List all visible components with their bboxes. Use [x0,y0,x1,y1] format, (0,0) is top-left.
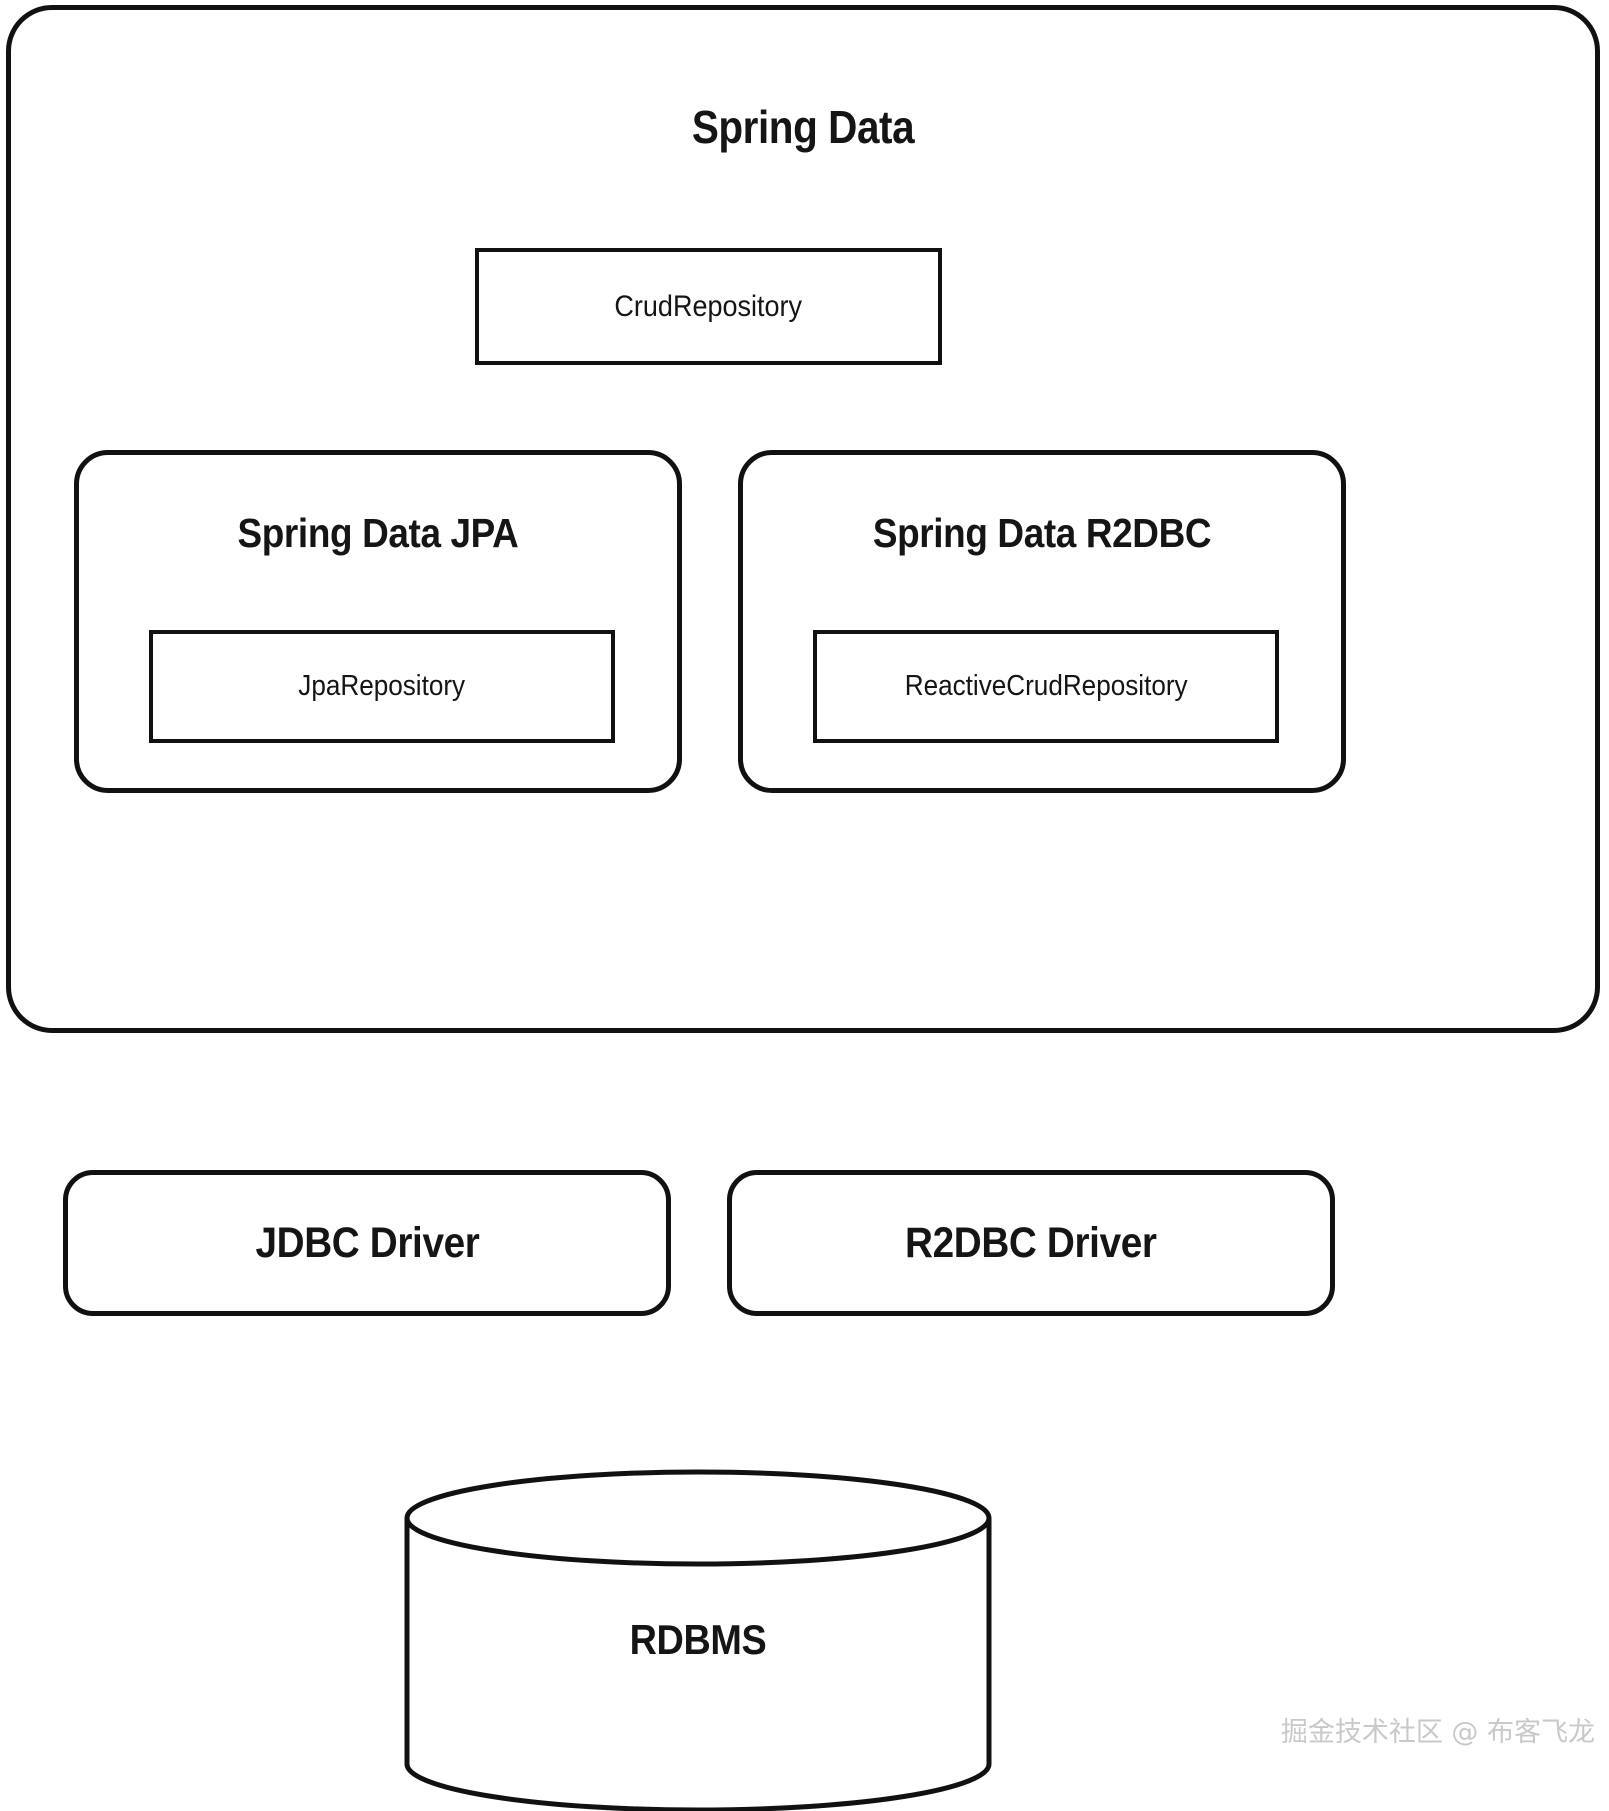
r2dbc-driver-box: R2DBC Driver [727,1170,1335,1316]
jpa-repository-label: JpaRepository [298,670,466,702]
reactive-crud-repository-box: ReactiveCrudRepository [813,630,1279,743]
rdbms-cylinder: RDBMS [403,1468,993,1811]
page-title: Spring Data [691,101,915,153]
spring-data-r2dbc-module: Spring Data R2DBC ReactiveCrudRepository [738,450,1346,793]
reactive-crud-repository-label: ReactiveCrudRepository [904,670,1188,702]
crud-repository-box: CrudRepository [475,248,942,365]
spring-data-jpa-title: Spring Data JPA [237,510,519,556]
jdbc-driver-box: JDBC Driver [63,1170,671,1316]
watermark-text: 掘金技术社区 @ 布客飞龙 [1280,1717,1595,1748]
rdbms-label: RDBMS [629,1616,767,1663]
jpa-repository-box: JpaRepository [149,630,615,743]
spring-data-container: Spring Data CrudRepository Spring Data J… [6,5,1600,1033]
crud-repository-label: CrudRepository [614,289,803,323]
spring-data-jpa-module: Spring Data JPA JpaRepository [74,450,682,793]
r2dbc-driver-label: R2DBC Driver [905,1218,1157,1267]
spring-data-r2dbc-title: Spring Data R2DBC [872,510,1212,556]
cylinder-shape-icon [404,1469,992,1811]
jdbc-driver-label: JDBC Driver [254,1218,480,1267]
